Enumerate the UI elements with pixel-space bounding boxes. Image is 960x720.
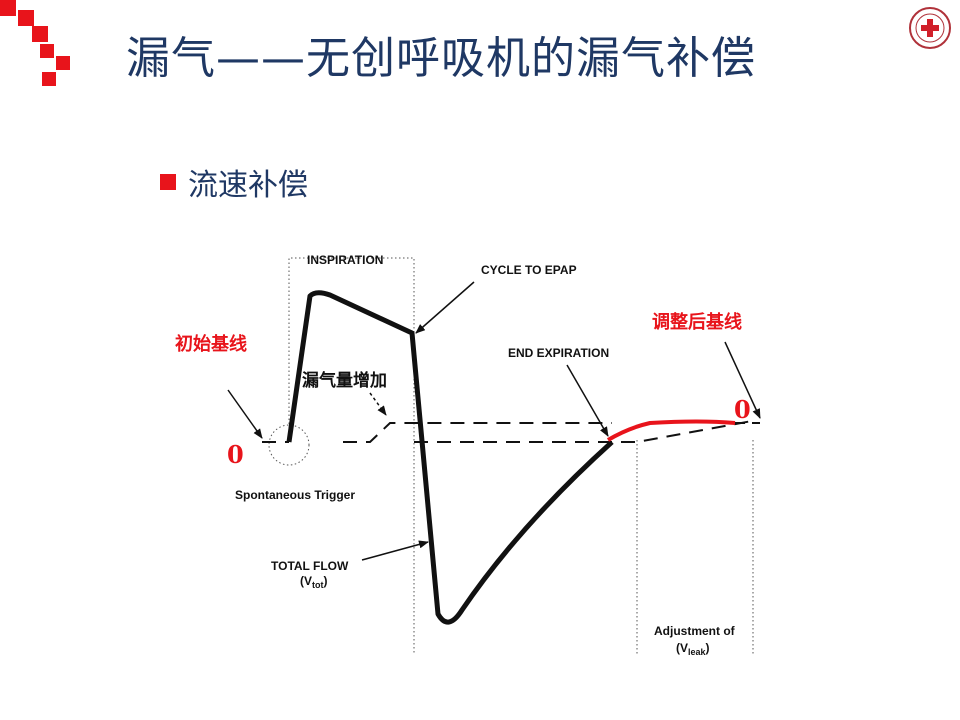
decor-square — [42, 72, 56, 86]
arrow-cycle-to-epap — [415, 281, 475, 334]
arrow-total-flow — [361, 540, 429, 561]
bullet-text: 流速补偿 — [188, 168, 308, 203]
arrow-adjusted-baseline — [724, 341, 761, 419]
total-flow-symbol-v: (V — [300, 574, 312, 588]
page-title: 漏气——无创呼吸机的漏气补偿 — [126, 33, 756, 84]
spontaneous-trigger-label: Spontaneous Trigger — [235, 488, 355, 502]
arrow-initial-baseline — [227, 389, 263, 439]
bullet-item: 流速补偿 — [160, 160, 308, 204]
end-expiration-label: END EXPIRATION — [508, 346, 609, 360]
cycle-to-epap-label: CYCLE TO EPAP — [481, 263, 577, 277]
total-flow-symbol-close: ) — [324, 574, 328, 588]
total-flow-curve — [286, 290, 614, 625]
adjustment-symbol-close: ) — [706, 641, 710, 655]
decor-square — [40, 44, 54, 58]
total-flow-label: TOTAL FLOW — [271, 559, 349, 573]
adjusted-baseline-annotation: 调整后基线 — [652, 311, 742, 333]
adjustment-of-label: Adjustment of — [654, 624, 736, 638]
adjustment-symbol-sub: leak — [688, 647, 707, 657]
inspiration-bracket — [288, 257, 415, 655]
decor-square — [0, 0, 16, 16]
arrow-end-expiration — [566, 364, 609, 437]
leak-increase-baseline — [343, 422, 612, 443]
university-seal-logo — [909, 7, 951, 49]
total-flow-symbol: (Vtot) — [300, 574, 328, 590]
adjusted-flow-red — [606, 419, 736, 442]
decor-square — [56, 56, 70, 70]
adjustment-symbol: (Vleak) — [676, 641, 710, 657]
decor-square — [32, 26, 48, 42]
bullet-square-icon — [160, 174, 176, 190]
zero-left-label: 0 — [227, 440, 244, 469]
zero-right-label: 0 — [734, 395, 751, 424]
initial-baseline-annotation: 初始基线 — [175, 333, 247, 355]
decor-square — [18, 10, 34, 26]
arrow-leak-increase — [369, 392, 387, 416]
initial-baseline — [262, 420, 753, 443]
leak-increase-annotation: 漏气量增加 — [302, 370, 387, 391]
dotted-guides — [268, 257, 754, 655]
inspiration-label: INSPIRATION — [307, 253, 383, 267]
adjustment-symbol-v: (V — [676, 641, 688, 655]
trigger-circle — [268, 424, 310, 466]
total-flow-symbol-sub: tot — [312, 580, 324, 590]
